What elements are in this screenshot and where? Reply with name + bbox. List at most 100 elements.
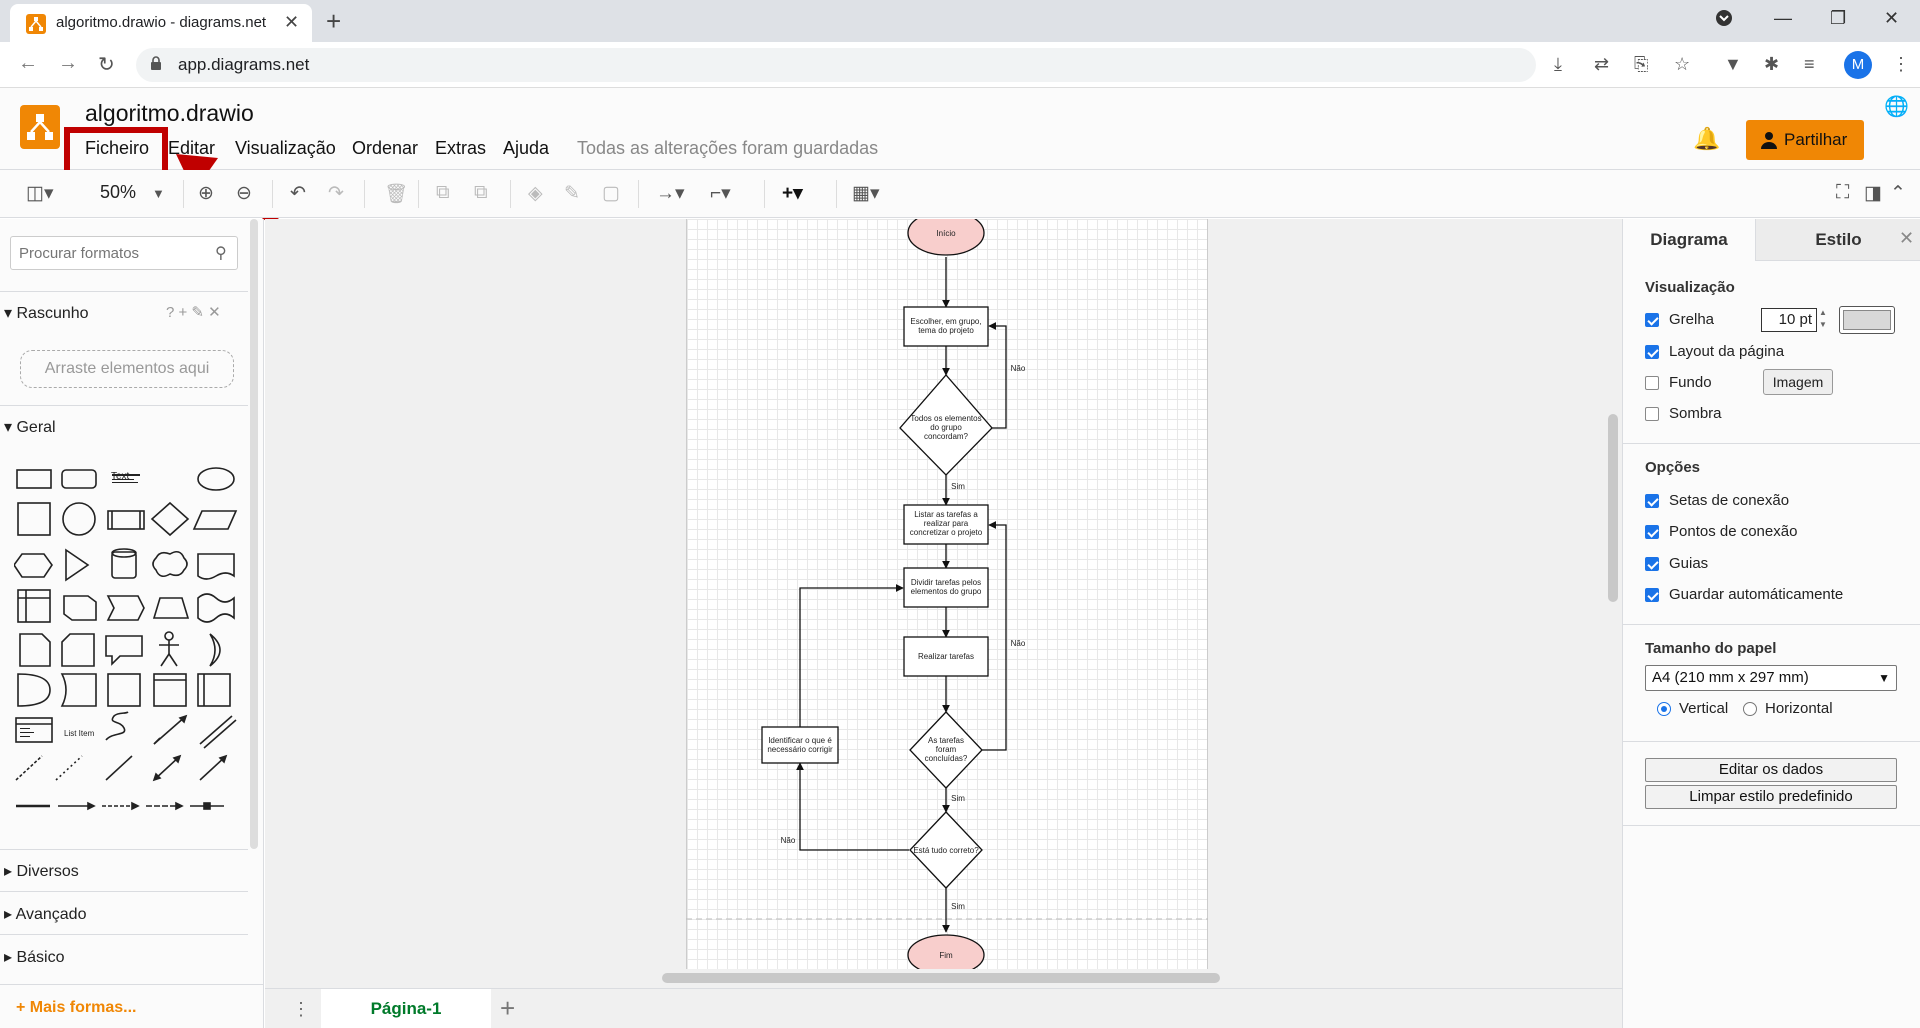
- connection-arrows-checkbox[interactable]: [1645, 493, 1659, 508]
- undo-icon[interactable]: ↶: [290, 183, 306, 204]
- format-toggle-icon[interactable]: ◨: [1864, 183, 1882, 204]
- connection-points-checkbox[interactable]: [1645, 524, 1659, 539]
- profile-avatar[interactable]: M: [1844, 51, 1872, 79]
- notifications-bell-icon[interactable]: 🔔: [1693, 126, 1721, 151]
- tab-diagram[interactable]: Diagrama: [1623, 219, 1755, 261]
- section-basico[interactable]: ▸ Básico: [4, 949, 65, 966]
- grid-size-spinner[interactable]: ▲▼: [1819, 308, 1827, 329]
- to-back-icon[interactable]: ⧉: [474, 182, 488, 203]
- connection-points-option[interactable]: Pontos de conexão: [1645, 523, 1797, 540]
- edit-data-button[interactable]: Editar os dados: [1645, 758, 1897, 782]
- menu-ajuda[interactable]: Ajuda: [503, 138, 550, 158]
- menu-editar[interactable]: Editar: [168, 138, 216, 158]
- collapse-icon[interactable]: ⌃: [1890, 183, 1906, 204]
- background-option[interactable]: Fundo: [1645, 374, 1712, 391]
- tab-search-icon[interactable]: [1714, 8, 1734, 33]
- omnibox[interactable]: app.diagrams.net: [136, 48, 1536, 82]
- connection-style-icon[interactable]: →▾: [656, 183, 685, 204]
- format-panel-icon[interactable]: ◫▾: [26, 183, 54, 204]
- general-shapes-grid[interactable]: [14, 460, 244, 820]
- pages-menu-icon[interactable]: ⋮: [292, 999, 310, 1019]
- paper-size-select[interactable]: A4 (210 mm x 297 mm) ▼: [1645, 665, 1897, 691]
- zoom-in-icon[interactable]: ⊕: [198, 183, 214, 204]
- autosave-checkbox[interactable]: [1645, 587, 1659, 602]
- zoom-out-icon[interactable]: ⊖: [236, 183, 252, 204]
- grid-checkbox[interactable]: [1645, 312, 1659, 327]
- zoom-level[interactable]: 50%: [100, 182, 137, 202]
- insert-plus-icon[interactable]: +▾: [782, 183, 803, 204]
- connection-arrows-option[interactable]: Setas de conexão: [1645, 492, 1789, 509]
- back-icon[interactable]: ←: [18, 52, 38, 74]
- media-control-icon[interactable]: ≡: [1804, 54, 1815, 74]
- portrait-radio[interactable]: [1657, 701, 1671, 716]
- new-tab-icon[interactable]: +: [326, 6, 342, 36]
- vertical-scrollbar[interactable]: [1608, 414, 1618, 602]
- autosave-option[interactable]: Guardar automáticamente: [1645, 586, 1843, 603]
- delete-icon[interactable]: 🗑: [384, 184, 409, 205]
- shape-search-input[interactable]: [11, 237, 201, 269]
- landscape-radio[interactable]: [1743, 701, 1757, 716]
- minimize-icon[interactable]: —: [1774, 8, 1792, 28]
- grid-option[interactable]: Grelha: [1645, 311, 1714, 328]
- restore-icon[interactable]: ❐: [1830, 8, 1847, 28]
- drawio-logo-icon[interactable]: [20, 105, 60, 149]
- line-color-icon[interactable]: ✎: [564, 183, 580, 204]
- redo-icon[interactable]: ↷: [328, 183, 344, 204]
- to-front-icon[interactable]: ⧉: [436, 182, 450, 203]
- scratchpad-header[interactable]: ▾ Rascunho: [4, 305, 89, 322]
- tab-style[interactable]: Estilo: [1755, 219, 1920, 261]
- shadow-checkbox[interactable]: [1645, 406, 1659, 421]
- zoom-dropdown-icon[interactable]: ▼: [152, 186, 165, 201]
- puzzle-extensions-icon[interactable]: ✱: [1764, 54, 1780, 74]
- menu-extras[interactable]: Extras: [435, 138, 487, 158]
- fill-color-icon[interactable]: ◈: [528, 183, 543, 204]
- close-window-icon[interactable]: ✕: [1884, 8, 1900, 28]
- section-diversos[interactable]: ▸ Diversos: [4, 863, 79, 880]
- image-button[interactable]: Imagem: [1763, 369, 1833, 395]
- grid-color-swatch[interactable]: [1839, 306, 1895, 334]
- scratchpad-actions-icon[interactable]: ? + ✎ ✕: [166, 304, 221, 321]
- page-layout-option[interactable]: Layout da página: [1645, 343, 1784, 360]
- clear-default-style-button[interactable]: Limpar estilo predefinido: [1645, 785, 1897, 809]
- background-checkbox[interactable]: [1645, 375, 1659, 390]
- extension-icon[interactable]: ▼: [1724, 54, 1742, 74]
- translate-icon[interactable]: ⇄: [1594, 54, 1610, 74]
- install-app-icon[interactable]: ⤓: [1554, 54, 1562, 74]
- menu-visualizacao[interactable]: Visualização: [235, 138, 336, 158]
- browser-tab[interactable]: algoritmo.drawio - diagrams.net ✕: [10, 4, 312, 42]
- reload-icon[interactable]: ↻: [98, 54, 115, 76]
- sidebar-scrollbar[interactable]: [250, 219, 258, 849]
- general-header[interactable]: ▾ Geral: [4, 419, 56, 436]
- menu-ficheiro[interactable]: Ficheiro: [85, 138, 150, 158]
- close-tab-icon[interactable]: ✕: [284, 12, 300, 32]
- search-icon[interactable]: ⚲: [215, 245, 227, 262]
- language-globe-icon[interactable]: 🌐: [1884, 96, 1909, 118]
- shape-search[interactable]: ⚲: [10, 236, 238, 270]
- page-layout-checkbox[interactable]: [1645, 344, 1659, 359]
- grid-size-input[interactable]: 10 pt: [1761, 308, 1817, 332]
- close-panel-icon[interactable]: ✕: [1899, 228, 1915, 248]
- shadow-icon[interactable]: ▢: [602, 183, 620, 204]
- shadow-option[interactable]: Sombra: [1645, 405, 1722, 422]
- menu-ordenar[interactable]: Ordenar: [352, 138, 419, 158]
- table-icon[interactable]: ▦▾: [852, 183, 880, 204]
- more-shapes-link[interactable]: + Mais formas...: [16, 999, 137, 1016]
- horizontal-scrollbar[interactable]: [662, 973, 1220, 983]
- portrait-option[interactable]: Vertical: [1657, 700, 1728, 717]
- guides-option[interactable]: Guias: [1645, 555, 1708, 572]
- share-page-icon[interactable]: ⎘: [1634, 54, 1649, 74]
- add-page-icon[interactable]: +: [500, 993, 516, 1023]
- guides-checkbox[interactable]: [1645, 556, 1659, 571]
- forward-icon[interactable]: →: [58, 52, 78, 74]
- bookmark-star-icon[interactable]: ☆: [1674, 54, 1691, 74]
- fullscreen-icon[interactable]: ⛶: [1836, 182, 1850, 203]
- document-title[interactable]: algoritmo.drawio: [85, 100, 254, 126]
- waypoints-icon[interactable]: ⌐▾: [710, 183, 731, 204]
- scratchpad-drop-zone[interactable]: Arraste elementos aqui: [20, 350, 234, 388]
- section-avancado[interactable]: ▸ Avançado: [4, 906, 87, 923]
- landscape-option[interactable]: Horizontal: [1743, 700, 1833, 717]
- page-tab-1[interactable]: Página-1: [321, 989, 491, 1028]
- share-button[interactable]: Partilhar: [1746, 120, 1864, 160]
- flowchart[interactable]: Início Escolher, em grupo, tema do proje…: [686, 219, 1208, 969]
- browser-menu-icon[interactable]: ⋮: [1892, 54, 1910, 74]
